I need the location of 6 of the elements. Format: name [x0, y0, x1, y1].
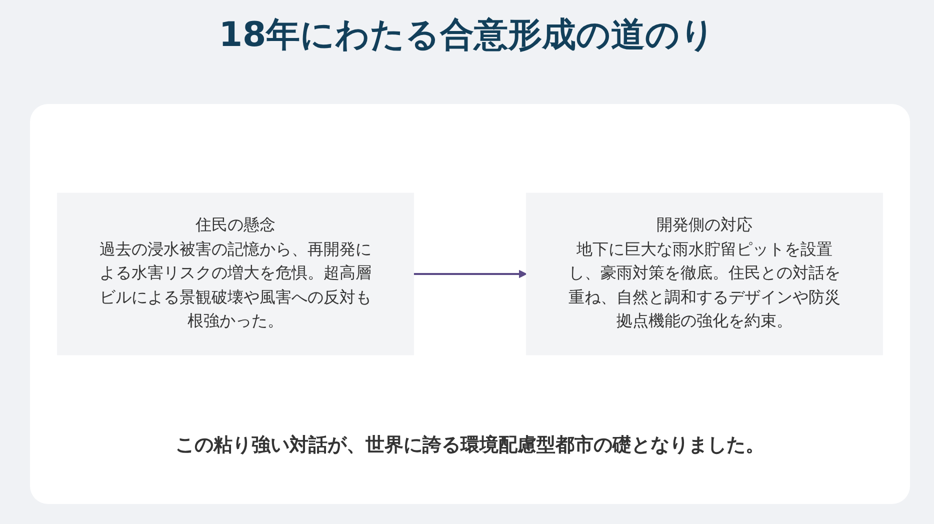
node-box: [526, 192, 883, 356]
node-box: [57, 192, 414, 356]
title: 18年にわたる合意形成の道のり: [218, 14, 716, 57]
summary-text: この粘り強い対話が、世界に誇る環境配慮型都市の礎となりました。: [174, 433, 766, 458]
arrow: [414, 270, 527, 278]
card-background: 住民の懸念 過去の浸水被害の記憶から、再開発による水害リスクの増大を危惧。超高層ビルによる景観破壊や風害への反対も根強かった。 開発側の対応 地下に巨大な雨水貯留ピットを設置し、豪雨対策を徹底。住民との対話を重ね、自然と調和するデザインや防災拠点機能の強化を約束。 この粘り強い対話が、世界に誇る環境配慮型都市の礎となりました。: [30, 104, 910, 504]
